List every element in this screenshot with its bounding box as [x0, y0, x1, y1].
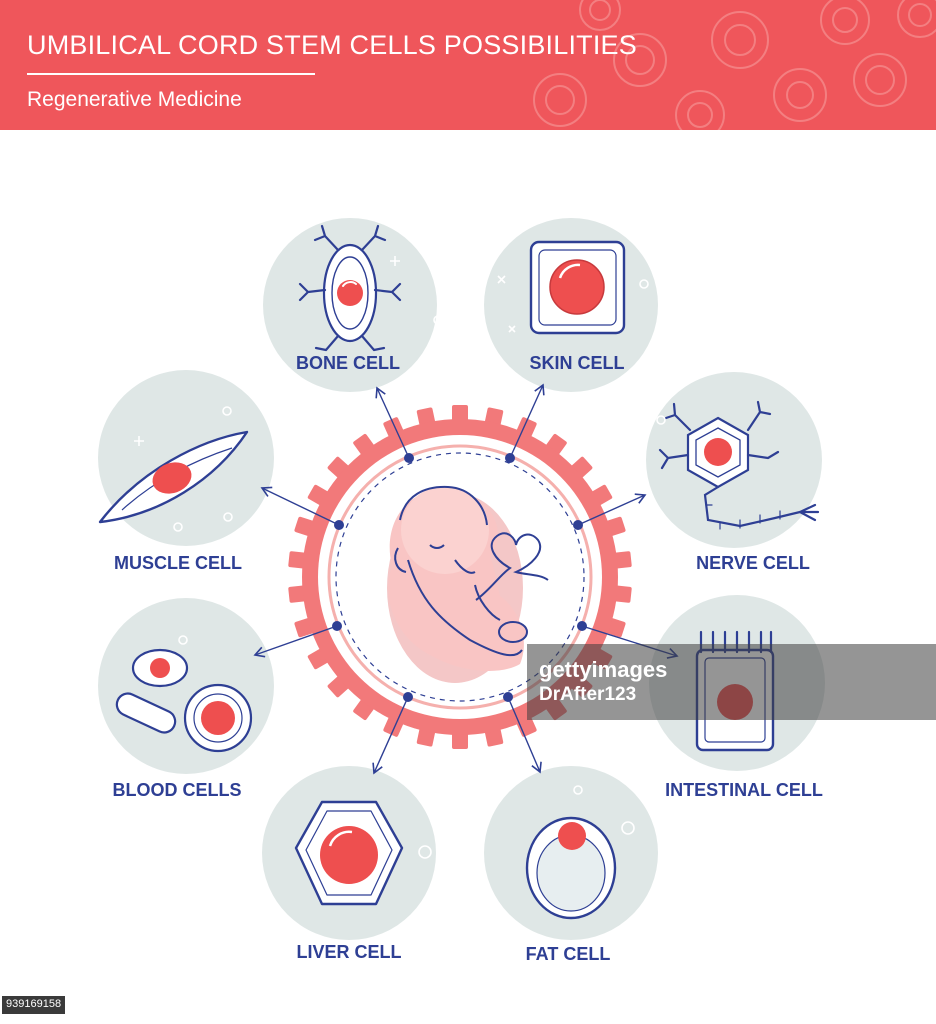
nerve-cell-label: NERVE CELL: [696, 553, 810, 573]
nerve-cell-icon: [658, 400, 820, 530]
muscle-cell-label: MUSCLE CELL: [114, 553, 242, 573]
liver-cell-icon: [294, 800, 404, 906]
watermark-brand: gettyimages: [539, 657, 668, 682]
image-id-tag: 939169158: [2, 996, 66, 1014]
liver-cell-label: LIVER CELL: [296, 942, 402, 962]
connector-dots: [332, 453, 587, 702]
watermark-credit: DrAfter123: [539, 684, 637, 705]
fat-cell-label: FAT CELL: [525, 944, 611, 964]
skin-cell-label: SKIN CELL: [529, 353, 625, 373]
blood-cells-icon: [115, 648, 253, 753]
header-banner: UMBILICAL CORD STEM CELLS POSSIBILITIES …: [0, 0, 936, 130]
blood-cells-label: BLOOD CELLS: [112, 780, 242, 800]
stem-cell-diagram: [98, 218, 825, 940]
page-subtitle: Regenerative Medicine: [27, 88, 242, 111]
muscle-cell-icon: [98, 430, 249, 524]
bone-cell-icon: [298, 224, 402, 352]
fat-cell-icon: [525, 816, 617, 920]
title-underline: [27, 73, 315, 75]
fetus-icon: [387, 485, 549, 683]
header-pattern: [533, 0, 936, 130]
watermark-banner: gettyimages DrAfter123: [527, 644, 936, 720]
bone-cell-label: BONE CELL: [295, 353, 401, 373]
page-title: UMBILICAL CORD STEM CELLS POSSIBILITIES: [27, 30, 637, 60]
sparkle-decorations: [134, 256, 666, 859]
intestinal-cell-label: INTESTINAL CELL: [665, 780, 823, 800]
skin-cell-icon: [529, 240, 626, 335]
